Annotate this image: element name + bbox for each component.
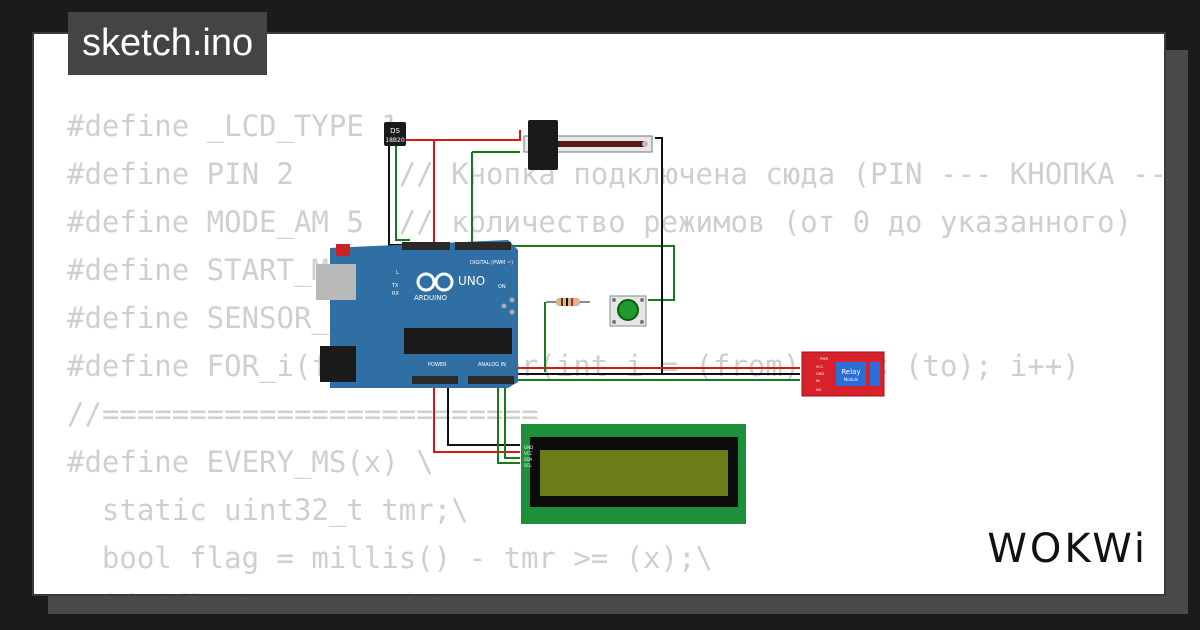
wire-green-scl: [497, 380, 520, 464]
wires: [388, 130, 800, 464]
on-led-label: ON: [498, 284, 506, 290]
wire-green-sensor: [395, 145, 410, 241]
lcd-pin-label: VCC: [524, 451, 533, 456]
microcontroller-chip: [404, 328, 512, 354]
power-label: POWER: [428, 362, 447, 368]
wire-black-gnd: [447, 380, 520, 446]
relay-pin-label: NO: [816, 388, 822, 392]
sensor-label-2: 18B20: [385, 137, 405, 144]
lcd-pin-label: SDA: [524, 457, 533, 462]
digital-label: DIGITAL (PWM ~): [470, 260, 513, 266]
analog-label: ANALOG IN: [478, 362, 506, 368]
code-line: static uint32_t tmr;\: [67, 493, 469, 527]
preview-card: #define _LCD_TYPE 1#define PIN 2 // Кноп…: [34, 34, 1164, 594]
power-header: [412, 376, 458, 384]
resistor[interactable]: [546, 298, 590, 306]
sensor-label-1: DS: [390, 127, 400, 135]
digital-header: [455, 242, 511, 250]
reset-button[interactable]: [336, 244, 350, 256]
relay-pin-label: PWR: [820, 357, 829, 361]
wokwi-logo: WOKWi: [987, 526, 1148, 572]
relay-block: [836, 362, 866, 386]
temperature-sensor[interactable]: DS 18B20: [384, 122, 406, 146]
code-line: if (flag) tmr += (x);\: [67, 582, 1164, 594]
code-line: //=========================: [67, 397, 539, 431]
lcd-pin-label: GND: [524, 445, 533, 450]
wire-black-pot: [655, 137, 800, 375]
relay-module[interactable]: Relay Module PWR VCC GND IN NO: [801, 351, 885, 397]
digital-header-2: [402, 242, 450, 250]
board-model: UNO: [458, 274, 485, 288]
arduino-logo-icon: [416, 272, 436, 292]
lcd-screen: [540, 450, 728, 496]
l-led-label: L: [396, 270, 399, 276]
file-title: sketch.ino: [68, 12, 268, 75]
code-line: bool flag = millis() - tmr >= (x);\: [67, 541, 714, 575]
tx-led-label: TX: [391, 283, 399, 289]
board-brand: ARDUINO: [414, 294, 447, 302]
code-line: #define MODE_AM 5 // количество режимов …: [67, 205, 1133, 239]
wire-green-sda: [504, 380, 520, 459]
usb-port: [316, 264, 356, 300]
relay-pin-label: GND: [816, 372, 824, 376]
relay-terminal: [870, 362, 880, 386]
code-background: #define _LCD_TYPE 1#define PIN 2 // Кноп…: [67, 102, 1164, 594]
relay-pin-label: IN: [816, 379, 820, 383]
analog-header: [468, 376, 514, 384]
rx-led-label: RX: [392, 291, 399, 297]
wire-green-pot2: [471, 152, 675, 301]
arduino-uno[interactable]: UNO ARDUINO DIGITAL (PWM ~) ANALOG IN PO…: [316, 240, 518, 388]
code-line: #define EVERY_MS(x) \: [67, 445, 434, 479]
slide-potentiometer[interactable]: [523, 120, 653, 170]
lcd-display[interactable]: GND VCC SDA SCL: [521, 424, 746, 524]
relay-sublabel: Module: [844, 377, 859, 382]
push-button[interactable]: [609, 295, 647, 327]
code-line: #define PIN 2 // Кнопка подключена сюда …: [67, 157, 1164, 191]
relay-label: Relay: [841, 368, 860, 376]
lcd-pin-label: SCL: [524, 463, 532, 468]
power-jack: [320, 346, 356, 382]
wire-red-sensor: [404, 130, 521, 141]
relay-pin-label: VCC: [816, 365, 824, 369]
